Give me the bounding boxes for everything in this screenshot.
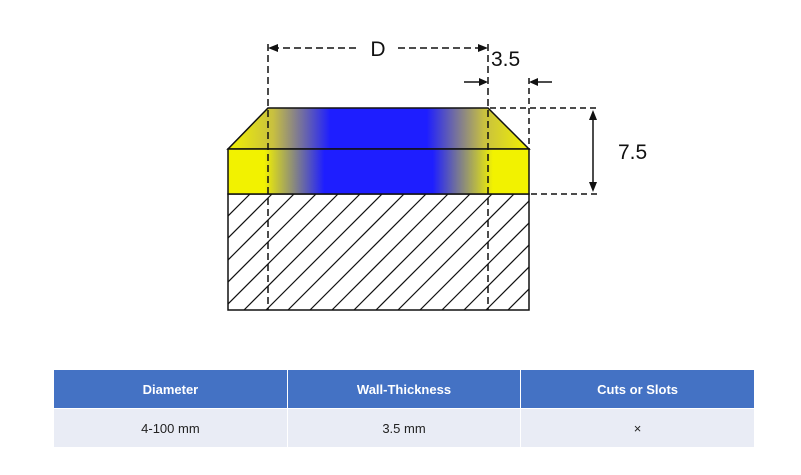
hatch-line <box>309 194 427 310</box>
ring-band <box>227 148 530 195</box>
hatch-line <box>353 194 471 310</box>
ring-top-chamfer <box>226 107 531 150</box>
hatch-line <box>287 194 405 310</box>
hatch-line <box>228 194 273 239</box>
header-diameter: Diameter <box>54 370 288 409</box>
projection-lines <box>267 44 489 310</box>
hatch-line <box>441 222 529 310</box>
hatch-line <box>530 194 646 310</box>
wall-thickness-label: 3.5 <box>491 48 520 71</box>
table-row: 4-100 mm 3.5 mm × <box>54 408 754 447</box>
height-label: 7.5 <box>618 141 647 164</box>
cell-cuts-or-slots: × <box>520 408 754 447</box>
hatched-base-block <box>227 193 646 311</box>
height-dimension <box>490 107 600 195</box>
hatch-line <box>228 194 339 305</box>
wall-thickness-dimension <box>464 78 552 150</box>
cell-wall-thickness: 3.5 mm <box>287 408 522 447</box>
hatch-line <box>485 266 529 310</box>
diameter-label: D <box>370 38 385 61</box>
hatch-line <box>243 194 361 310</box>
hatch-line <box>228 194 251 217</box>
hatch-line <box>228 194 229 195</box>
hatch-line <box>265 194 383 310</box>
cell-diameter: 4-100 mm <box>54 408 288 447</box>
hatch-line <box>419 200 529 310</box>
header-wall-thickness: Wall-Thickness <box>287 370 522 409</box>
part-cross-section-diagram: D 3.5 7.5 <box>226 38 647 311</box>
hatch-line <box>228 194 317 283</box>
table-header-row: Diameter Wall-Thickness Cuts or Slots <box>54 370 754 409</box>
header-cuts-or-slots: Cuts or Slots <box>520 370 754 409</box>
hatch-line <box>397 194 515 310</box>
hatch-line <box>463 244 529 310</box>
hatch-line <box>507 288 529 310</box>
hatch-line <box>375 194 493 310</box>
spec-table: Diameter Wall-Thickness Cuts or Slots 4-… <box>54 370 754 447</box>
diameter-dimension <box>268 44 488 52</box>
hatch-line <box>228 194 295 261</box>
ring-section <box>226 107 531 195</box>
hatch-line <box>331 194 449 310</box>
